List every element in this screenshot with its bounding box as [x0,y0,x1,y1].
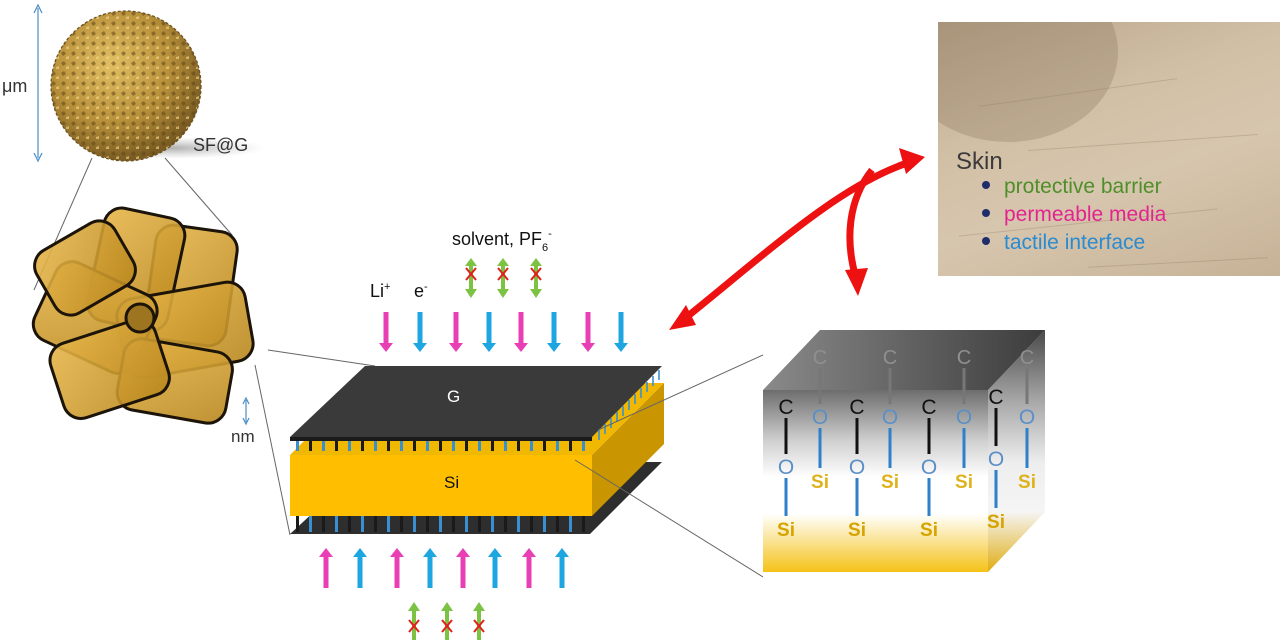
zoom-line [597,354,764,431]
oxygen-atom: O [988,448,1004,471]
atom-chain: C O Si [1018,347,1036,493]
lithium-ion-arrow [456,548,470,588]
solvent-label: solvent, PF6- [452,228,552,254]
blocked-x-icon [497,267,509,281]
carbon-atom: C [778,396,793,419]
zoom-line [267,349,376,367]
electron-arrow [547,312,561,352]
lithium-ion-arrow [514,312,528,352]
solvent-arrow [465,258,477,298]
carbon-atom: C [957,347,971,369]
skin-link-arrows [669,148,925,330]
oxygen-atom: O [956,406,972,429]
silicon-atom: Si [920,520,938,541]
micrometer-scale [33,3,43,163]
silicon-label: Si [444,473,459,492]
top-graphene-sheet [290,366,662,437]
carbon-atom: C [1020,347,1034,369]
interface-bonds [296,370,660,532]
skin-item-label: permeable media [1004,203,1167,226]
bullet-icon [982,181,990,190]
atom-chain: C O Si [955,347,973,493]
silicon-layer-front [290,455,592,516]
zoom-line [254,364,291,536]
skin-item-permeable-media: permeable media [982,201,1166,229]
oxygen-atom: O [921,456,937,479]
skin-property-list: protective barrier permeable media tacti… [982,173,1166,257]
bullet-icon [982,209,990,218]
zoom-line [574,459,764,578]
silicon-atom: Si [987,512,1005,533]
sfg-label: SF@G [193,135,248,155]
graphene-label: G [447,387,460,406]
skin-item-label: protective barrier [1004,175,1162,198]
skin-photo [938,22,1280,276]
skin-item-tactile-interface: tactile interface [982,229,1166,257]
blocked-x-icon [465,267,477,281]
sfg-particle [50,10,202,162]
skin-item-protective-barrier: protective barrier [982,173,1166,201]
electron-arrow [488,548,502,588]
top-ion-electron-arrows [379,312,628,352]
atom-chain: C O Si [881,347,899,493]
carbon-atom: C [988,386,1003,409]
silicon-flake-cluster [31,206,255,425]
zoom-line [164,157,233,236]
bullet-icon [982,237,990,246]
nanometer-scale [242,396,250,426]
blocked-solvent-arrows-bottom [408,602,485,640]
silicon-atom: Si [881,472,899,493]
electron-arrow [413,312,427,352]
solvent-arrow [497,258,509,298]
lithium-ion-arrow [390,548,404,588]
silicon-layer-side [592,383,664,516]
oxygen-atom: O [849,456,865,479]
electron-arrow [423,548,437,588]
electron-arrow [614,312,628,352]
atom-chain: C O Si [777,396,795,541]
nanometer-label: nm [231,427,255,446]
carbon-atom: C [813,347,827,369]
lithium-ion-arrow [319,548,333,588]
carbon-atom: C [921,396,936,419]
lithium-ion-arrow [522,548,536,588]
micrometer-label: μm [2,76,27,96]
lithium-ion-arrow [581,312,595,352]
lithium-ion-arrow [449,312,463,352]
atom-chain: C O Si [811,347,829,493]
atom-chain: C O Si [987,386,1005,533]
electron-arrow [555,548,569,588]
skin-item-label: tactile interface [1004,231,1146,254]
lithium-ion-label: Li+ [370,281,390,301]
atom-chain: C O Si [848,396,866,541]
carbon-atom: C [849,396,864,419]
electron-label: e- [414,281,428,301]
solvent-arrow [530,258,542,298]
blocked-x-icon [441,619,453,633]
blocked-x-icon [530,267,542,281]
atom-chain: C O Si [920,396,938,541]
carbon-atom: C [883,347,897,369]
oxygen-atom: O [812,406,828,429]
silicon-atom: Si [1018,472,1036,493]
silicon-atom: Si [811,472,829,493]
oxygen-atom: O [1019,406,1035,429]
silicon-atom: Si [848,520,866,541]
bottom-ion-electron-arrows [319,548,569,588]
electron-arrow [482,312,496,352]
electron-arrow [353,548,367,588]
silicon-atom: Si [777,520,795,541]
oxygen-atom: O [778,456,794,479]
skin-title: Skin [956,148,1003,175]
oxygen-atom: O [882,406,898,429]
blocked-x-icon [408,619,420,633]
blocked-solvent-arrows-top [465,258,542,298]
blocked-x-icon [473,619,485,633]
lithium-ion-arrow [379,312,393,352]
silicon-atom: Si [955,472,973,493]
